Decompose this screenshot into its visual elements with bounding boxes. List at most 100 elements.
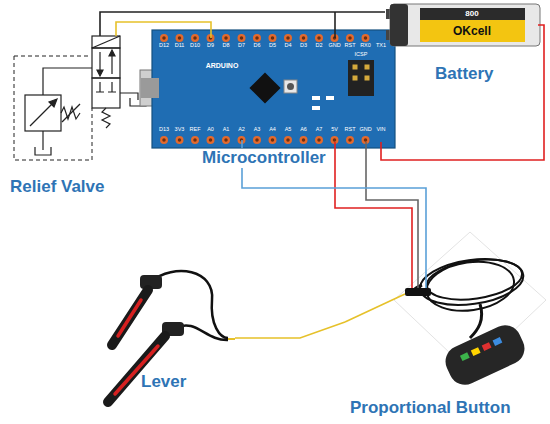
- wire: [366, 142, 418, 288]
- component-label: Battery: [435, 65, 494, 84]
- throttle-led: [493, 337, 503, 346]
- wire-connector: [405, 288, 431, 296]
- throttle-housing: [440, 320, 529, 390]
- relief-arrow-head: [49, 99, 57, 107]
- lever-arm: [112, 290, 148, 345]
- wire: [334, 12, 336, 38]
- battery-lead: [538, 25, 544, 85]
- valve-position: [92, 48, 120, 78]
- pin-label: D4: [284, 43, 291, 49]
- wire: [115, 28, 117, 36]
- wire: [335, 142, 412, 288]
- pin-label: D13: [159, 127, 169, 133]
- solenoid-symbol: [92, 36, 120, 48]
- led: [326, 96, 334, 100]
- return-spring: [102, 108, 110, 128]
- valve-position: [92, 78, 120, 108]
- cable-loop: [423, 256, 517, 316]
- relief-valve-symbol: [14, 36, 146, 160]
- component-area: Lever: [95, 265, 235, 415]
- pin-label: A6: [300, 127, 307, 133]
- tank-symbol: [35, 147, 51, 155]
- cable-coil: [417, 253, 527, 317]
- wire-connector: [402, 85, 544, 160]
- lever-grip: [118, 300, 141, 336]
- pin-label: RX0: [360, 43, 371, 49]
- battery-body: [390, 4, 540, 46]
- lever-illustration: [108, 271, 235, 402]
- component-label: Relief Valve: [10, 178, 105, 197]
- pin-row: [164, 136, 381, 144]
- throttle-cable: [470, 304, 482, 338]
- throttle-led: [460, 352, 470, 361]
- wire: [210, 30, 212, 38]
- flow-arrow-head: [109, 50, 115, 56]
- lever-lead: [228, 338, 235, 340]
- pin-label: A1: [223, 127, 230, 133]
- battery-cap: [390, 4, 408, 46]
- usb-port: [141, 78, 159, 98]
- wire-connector: [235, 322, 345, 338]
- tank-line: [42, 131, 43, 150]
- spring-adjust-arrow: [62, 104, 80, 122]
- pin-label: D5: [269, 43, 276, 49]
- component-label: Microcontroller: [202, 149, 326, 168]
- led: [312, 106, 320, 110]
- icsp-pins: [353, 67, 358, 89]
- reset-button-cap: [287, 83, 294, 90]
- flow-arrow: [111, 54, 112, 74]
- wire: [99, 28, 101, 36]
- pin-label: REF: [190, 127, 201, 133]
- throttle-illustration: [394, 232, 546, 390]
- component-label: Proportional Button: [350, 399, 511, 418]
- pin-label: D3: [300, 43, 307, 49]
- pin-label: D7: [238, 43, 245, 49]
- pin-label: 3V3: [175, 127, 185, 133]
- printed-marking: OKcell: [453, 25, 491, 37]
- wire-connector: [100, 12, 385, 28]
- battery-illustration: [386, 4, 544, 85]
- throttle-body: [440, 320, 529, 390]
- pin-row: [164, 34, 381, 42]
- throttle-led: [471, 347, 481, 356]
- component-area: Proportional Button: [345, 235, 548, 422]
- throttle-led: [482, 342, 492, 351]
- blocked-port: [96, 82, 116, 92]
- printed-marking: ICSP: [355, 52, 368, 58]
- flow-arrow-head: [97, 70, 103, 76]
- tank-line: [120, 93, 138, 100]
- printed-marking: ARDUINO: [206, 62, 239, 69]
- pin-label: D12: [159, 43, 169, 49]
- printed-marking: 800: [465, 10, 478, 18]
- pin-label: A4: [269, 127, 276, 133]
- pin-label: A0: [207, 127, 214, 133]
- icsp-pins: [365, 67, 370, 89]
- battery-band: [420, 20, 525, 42]
- pin-label: A3: [254, 127, 261, 133]
- pressure-line: [43, 68, 92, 95]
- pin-hole-row: [164, 36, 381, 40]
- wire: [381, 142, 402, 160]
- pin-label: TX1: [376, 43, 386, 49]
- pin-label: A7: [316, 127, 323, 133]
- lever-arm: [108, 336, 165, 402]
- wire: [425, 235, 427, 288]
- pin-label: VIN: [376, 127, 385, 133]
- microchip: [249, 72, 280, 103]
- pin-hole-row: [164, 138, 381, 142]
- icsp-header: [348, 60, 374, 96]
- component-area: Relief Valve: [2, 28, 150, 203]
- pin-label: D6: [253, 43, 260, 49]
- flow-arrow: [99, 52, 100, 72]
- pin-label: RST: [345, 43, 356, 49]
- wiring: [100, 12, 426, 322]
- wire: [345, 294, 405, 322]
- pin-label: D9: [207, 43, 214, 49]
- pin-label: D8: [222, 43, 229, 49]
- pilot-line: [14, 56, 92, 160]
- led: [312, 96, 320, 100]
- pin-label: GND: [328, 43, 340, 49]
